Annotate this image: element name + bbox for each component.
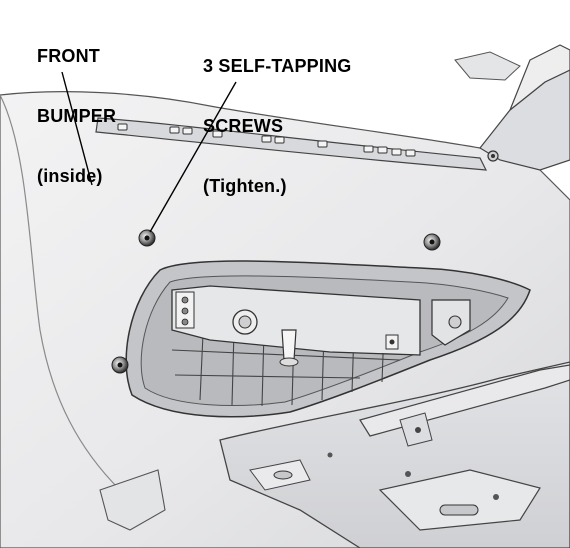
front-bumper-label-line-2: BUMPER (37, 106, 117, 126)
front-bumper-label-line-3: (inside) (37, 166, 103, 186)
clip-icon (181, 296, 189, 326)
lower-tab (99, 469, 166, 531)
top-flange (95, 117, 488, 171)
screws-label-line-2: SCREWS (203, 116, 284, 136)
leader-line-bumper (61, 71, 93, 186)
light-bracket (171, 285, 421, 356)
screws-label-line-3: (Tighten.) (203, 176, 287, 196)
leader-line-screws (149, 81, 237, 233)
screws-label: 3 SELF-TAPPING SCREWS (Tighten.) (203, 16, 351, 216)
screw-icon (423, 233, 441, 251)
front-bumper-label: FRONT BUMPER (inside) (37, 6, 116, 206)
front-bumper-label-line-1: FRONT (37, 46, 100, 66)
screws-label-line-1: 3 SELF-TAPPING (203, 56, 352, 76)
screw-icon (138, 229, 156, 247)
flange-slots (117, 123, 416, 157)
bumper-edge (0, 94, 121, 491)
screw-icon (111, 356, 129, 374)
